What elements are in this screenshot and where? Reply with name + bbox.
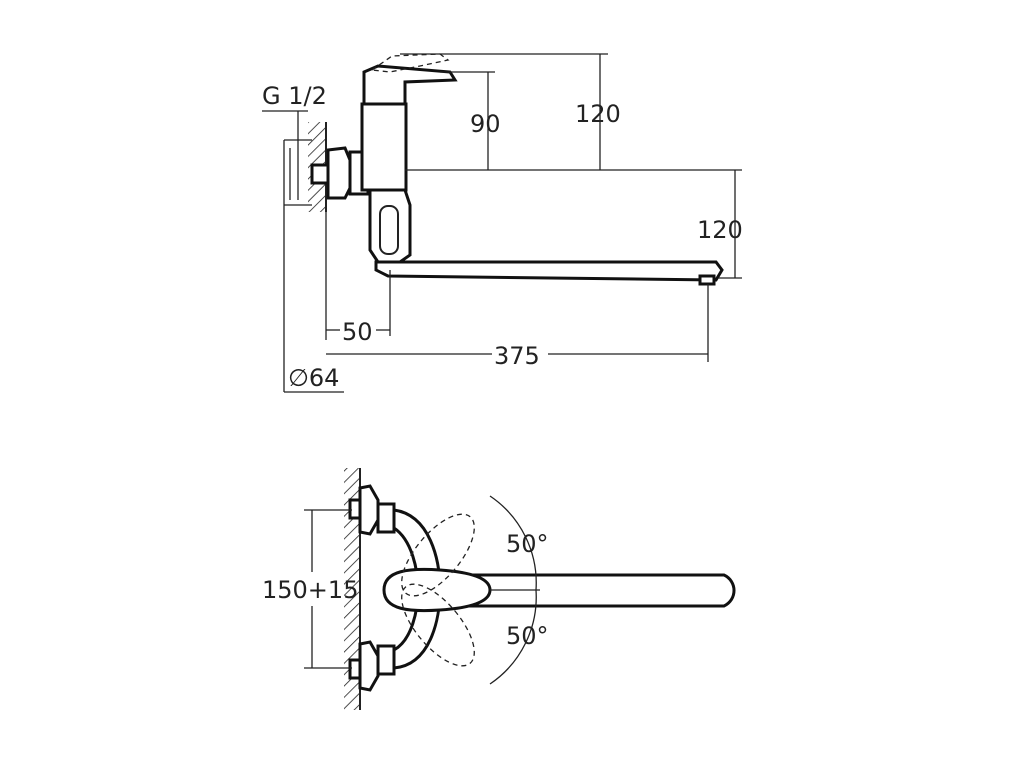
dim-120-right-label: 120 bbox=[697, 216, 743, 244]
angle-lower-label: 50° bbox=[506, 622, 549, 650]
dim-50-label: 50 bbox=[342, 318, 373, 346]
nut-upper bbox=[376, 502, 396, 534]
diverter-window bbox=[379, 205, 399, 255]
body-side bbox=[360, 102, 408, 192]
flange-side bbox=[326, 146, 352, 200]
side-view: G 1/2 90 120 120 50 375 ∅64 bbox=[262, 53, 743, 393]
thread-label: G 1/2 bbox=[262, 82, 327, 110]
diverter-side bbox=[368, 188, 412, 264]
wall-hatch-top bbox=[344, 468, 360, 710]
lever-dashed-side bbox=[370, 53, 450, 73]
lever-dashed-upper bbox=[401, 513, 475, 597]
dim-90-label: 90 bbox=[470, 110, 501, 138]
dim-120-top-label: 120 bbox=[575, 100, 621, 128]
flange-upper bbox=[358, 484, 380, 536]
spout-side bbox=[374, 260, 724, 282]
lever-dashed-lower bbox=[401, 583, 475, 667]
flange-lower bbox=[358, 640, 380, 692]
dim-spacing-label: 150+15 bbox=[262, 576, 358, 604]
aerator-side bbox=[698, 274, 716, 286]
dim-diameter-label: ∅64 bbox=[288, 364, 339, 392]
angle-upper-label: 50° bbox=[506, 530, 549, 558]
top-view: 50° 50° 150+15 bbox=[262, 468, 736, 710]
nut-lower bbox=[376, 644, 396, 676]
lever-side bbox=[362, 64, 458, 106]
lever-top bbox=[382, 567, 492, 613]
dim-375-label: 375 bbox=[494, 342, 540, 370]
